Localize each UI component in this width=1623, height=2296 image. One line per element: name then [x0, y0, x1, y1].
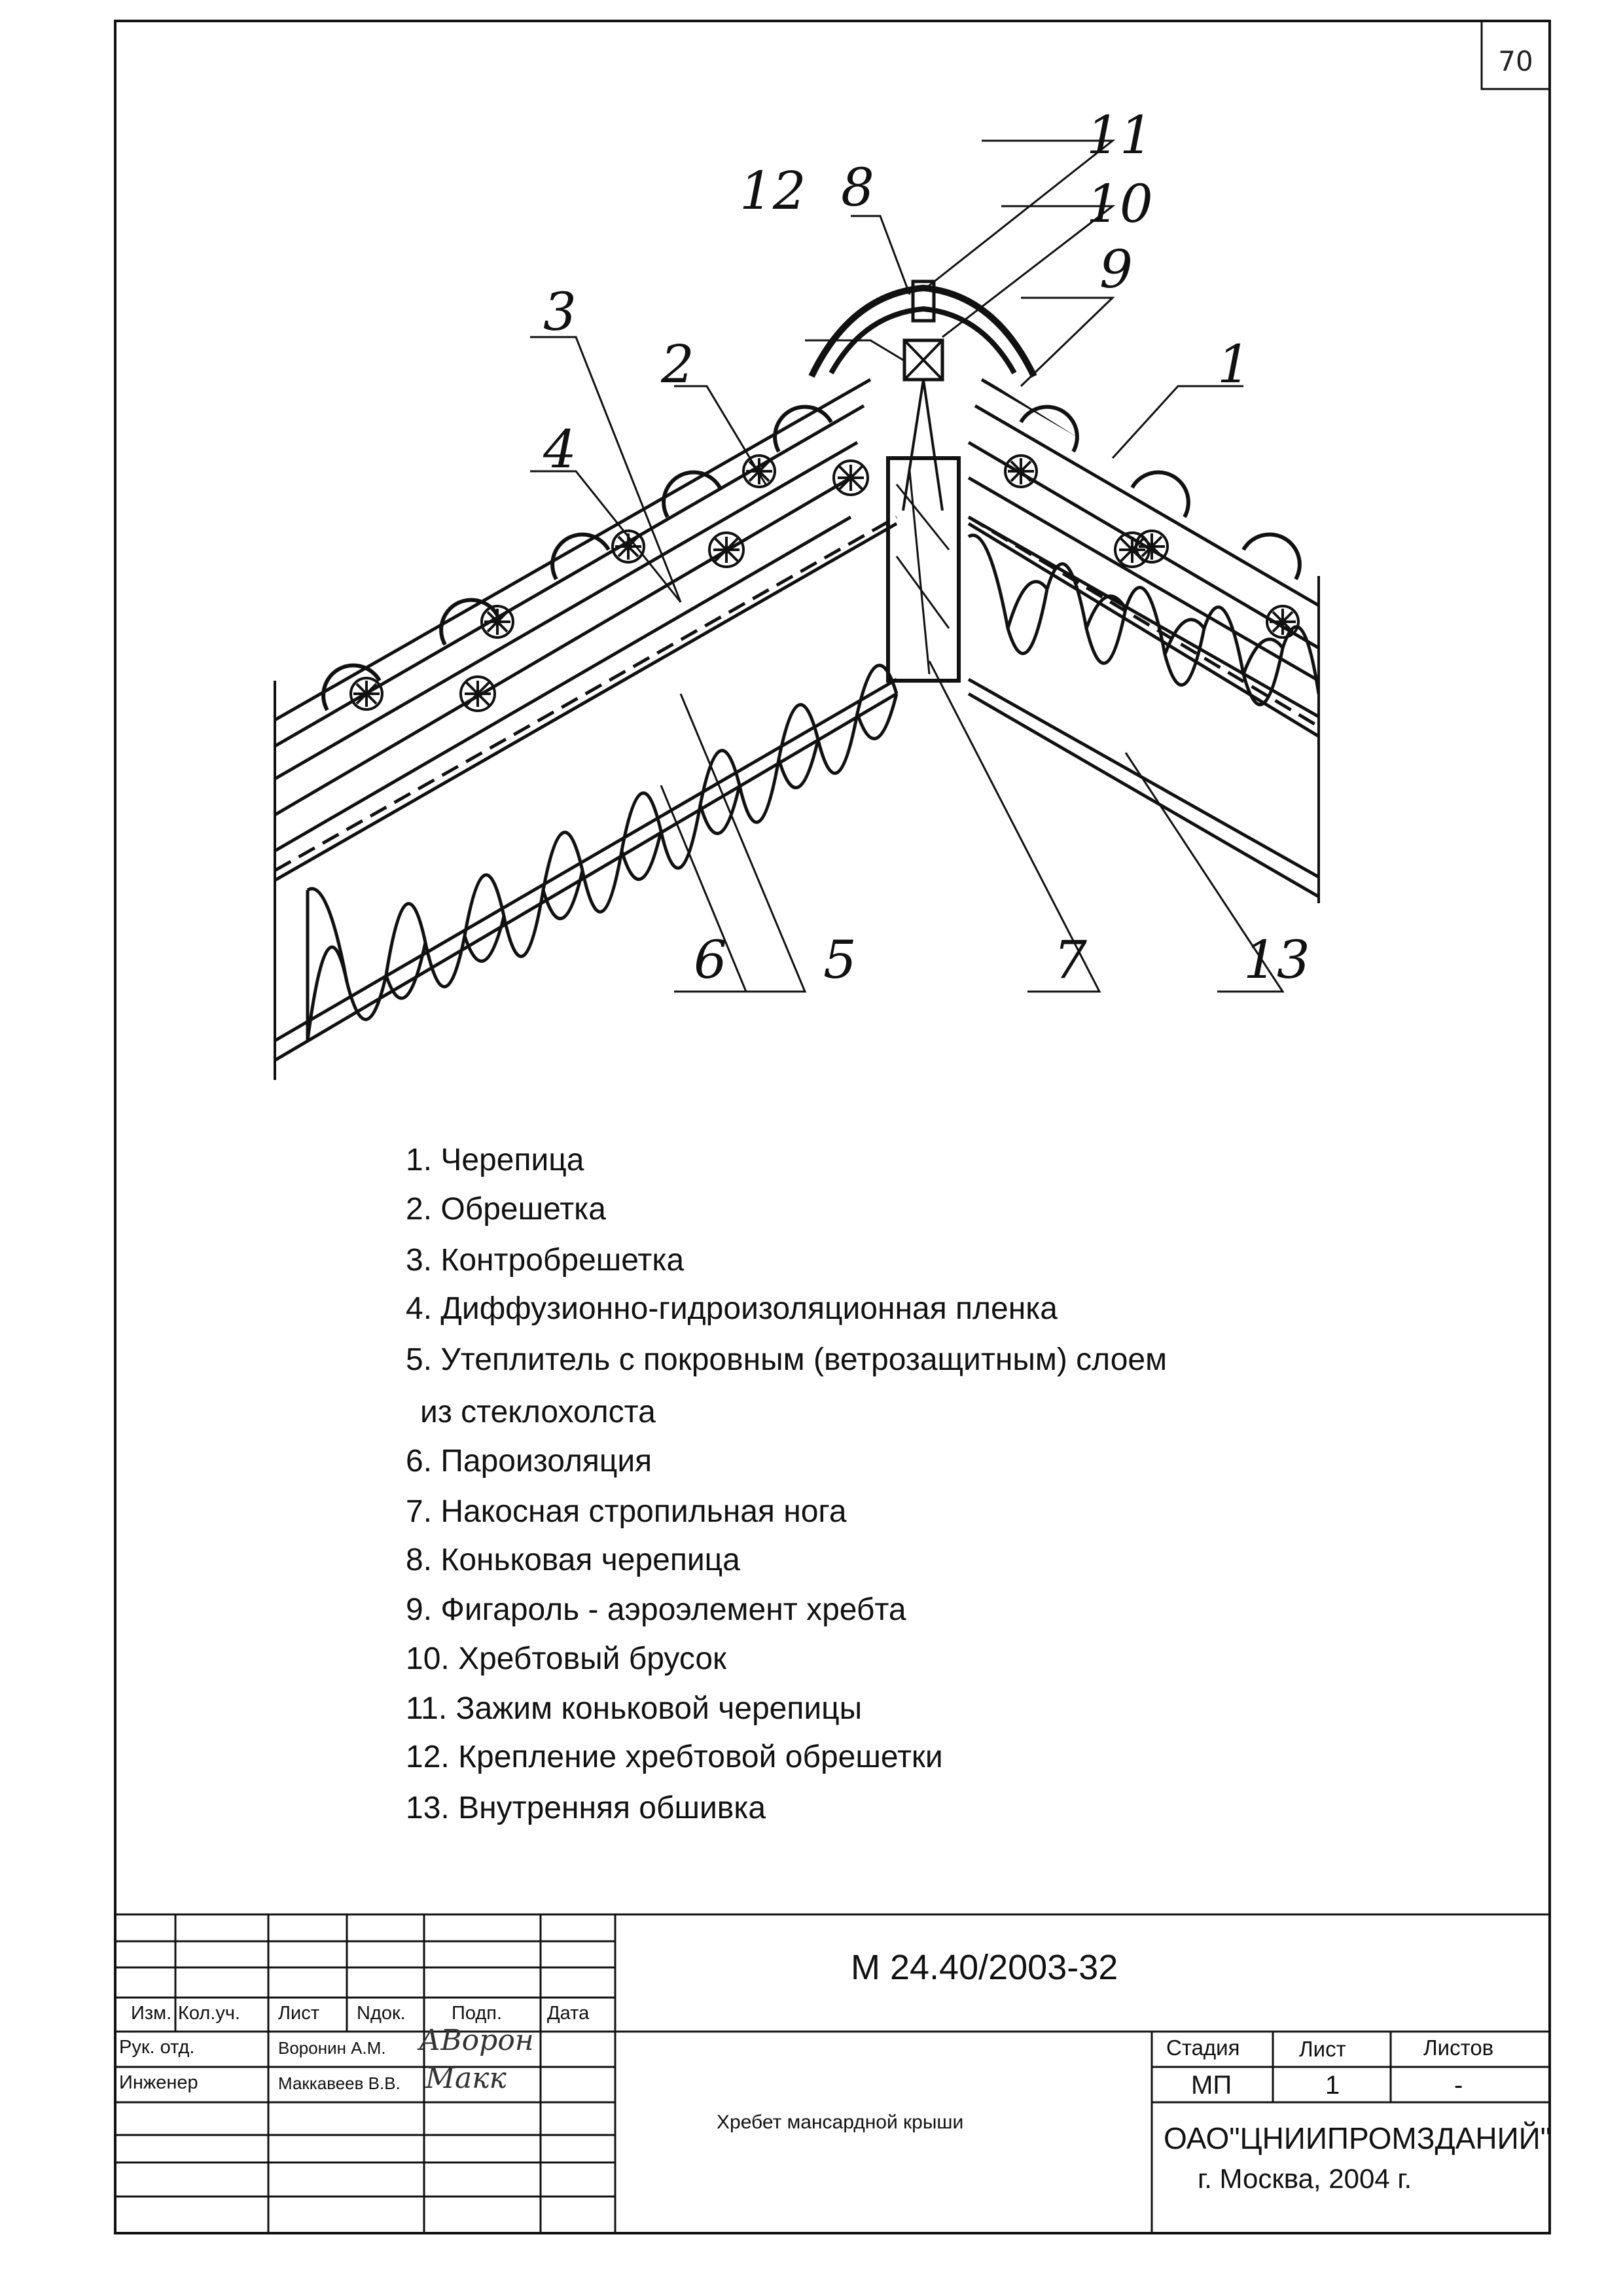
legend-item: 5. Утеплитель с покровным (ветрозащитным… — [406, 1342, 1168, 1377]
organization-name: ОАО"ЦНИИПРОМЗДАНИЙ" — [1164, 2121, 1552, 2155]
legend-item: 12. Крепление хребтовой обрешетки — [406, 1740, 943, 1774]
header-data: Дата — [547, 2003, 590, 2024]
left-battens — [349, 454, 869, 712]
legend-item: 9. Фигароль - аэроэлемент хребта — [406, 1592, 906, 1627]
name-engineer: Маккавеев В.В. — [278, 2073, 401, 2093]
legend-item: из стеклохолста — [420, 1395, 656, 1429]
stage-value: МП — [1191, 2071, 1232, 2100]
role-engineer: Инженер — [119, 2072, 198, 2093]
callout-3: 3 — [543, 281, 577, 342]
left-insulation — [306, 664, 899, 1041]
callout-4: 4 — [543, 419, 577, 480]
right-insulation — [967, 533, 1319, 706]
sheet-value: 1 — [1325, 2071, 1340, 2100]
title-block-grid — [115, 1913, 1550, 2233]
sheets-value: - — [1454, 2071, 1463, 2100]
legend-item: 7. Накосная стропильная нога — [406, 1494, 847, 1529]
signature-engineer: Макк — [425, 2062, 507, 2095]
callout-1: 1 — [1217, 334, 1251, 395]
callout-8: 8 — [841, 157, 874, 218]
header-ndok: Nдок. — [357, 2003, 406, 2024]
callout-13: 13 — [1243, 929, 1310, 990]
page-number: 70 — [1498, 45, 1533, 77]
callout-5: 5 — [823, 929, 857, 990]
header-list: Лист — [278, 2003, 320, 2024]
header-izm: Изм. — [131, 2003, 172, 2024]
callout-7: 7 — [1054, 929, 1087, 990]
callout-6: 6 — [694, 929, 727, 990]
role-head-of-dept: Рук. отд. — [119, 2037, 195, 2058]
sheet-header: Лист — [1299, 2037, 1346, 2061]
callout-11: 11 — [1086, 105, 1153, 166]
page-number-box — [1480, 20, 1551, 90]
drawing-title: Хребет мансардной крыши — [717, 2111, 964, 2133]
legend-item: 4. Диффузионно-гидроизоляционная пленка — [406, 1291, 1058, 1326]
roof-ridge-section — [275, 378, 1319, 1062]
leader-lines — [530, 139, 1285, 993]
left-slope-layers — [275, 378, 898, 1062]
break-lines — [274, 576, 1320, 1080]
callout-10: 10 — [1086, 173, 1153, 234]
city-year: г. Москва, 2004 г. — [1198, 2163, 1412, 2194]
legend-item: 13. Внутренняя обшивка — [406, 1791, 766, 1825]
callout-9: 9 — [1099, 239, 1133, 300]
legend-item: 1. Черепица — [406, 1143, 584, 1177]
right-battens — [1004, 454, 1300, 639]
callout-2: 2 — [661, 334, 694, 395]
legend-item: 11. Зажим коньковой черепицы — [406, 1691, 863, 1726]
legend-item: 10. Хребтовый брусок — [406, 1641, 727, 1676]
legend-item: 8. Коньковая черепица — [406, 1543, 740, 1577]
name-head-of-dept: Воронин А.М. — [278, 2038, 386, 2058]
header-podp: Подп. — [452, 2003, 503, 2024]
legend-item: 2. Обрешетка — [406, 1192, 606, 1227]
signature-head-of-dept: АВорон — [419, 2024, 534, 2057]
roof-tiles — [321, 404, 1302, 711]
callout-12: 12 — [740, 160, 806, 221]
stage-header: Стадия — [1166, 2036, 1240, 2060]
document-code: М 24.40/2003-32 — [851, 1948, 1118, 1987]
legend-item: 6. Пароизоляция — [406, 1444, 652, 1479]
legend-item: 3. Контробрешетка — [406, 1243, 685, 1278]
sheets-header: Листов — [1423, 2036, 1494, 2060]
sheet-frame — [114, 20, 1551, 2234]
ridge-cap — [808, 279, 1037, 683]
header-kol-uch: Кол.уч. — [178, 2003, 241, 2024]
